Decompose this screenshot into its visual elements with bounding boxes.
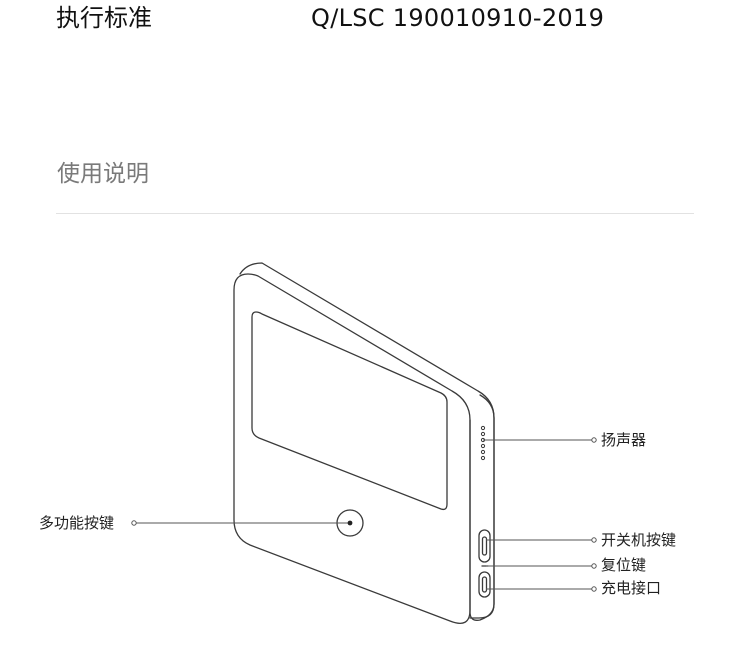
callout-reset-button: 复位键 xyxy=(601,556,647,574)
spec-label: 执行标准 xyxy=(56,4,152,32)
section-title: 使用说明 xyxy=(57,161,149,187)
speaker-holes xyxy=(480,425,486,461)
spec-value: Q/LSC 190010910-2019 xyxy=(311,4,605,32)
spec-row: 执行标准 Q/LSC 190010910-2019 xyxy=(0,0,750,40)
section-divider xyxy=(56,213,694,214)
device-back-edge xyxy=(239,262,495,619)
device-screen xyxy=(251,311,448,511)
charging-port-shape xyxy=(478,571,491,598)
callout-speaker: 扬声器 xyxy=(601,431,647,449)
callout-charging-port: 充电接口 xyxy=(601,579,662,597)
callout-multi-function-button: 多功能按键 xyxy=(39,514,115,532)
power-button-shape xyxy=(478,529,491,563)
device-side-panel xyxy=(469,394,495,621)
callout-power-button: 开关机按键 xyxy=(601,531,677,549)
device-front-face xyxy=(233,273,471,624)
